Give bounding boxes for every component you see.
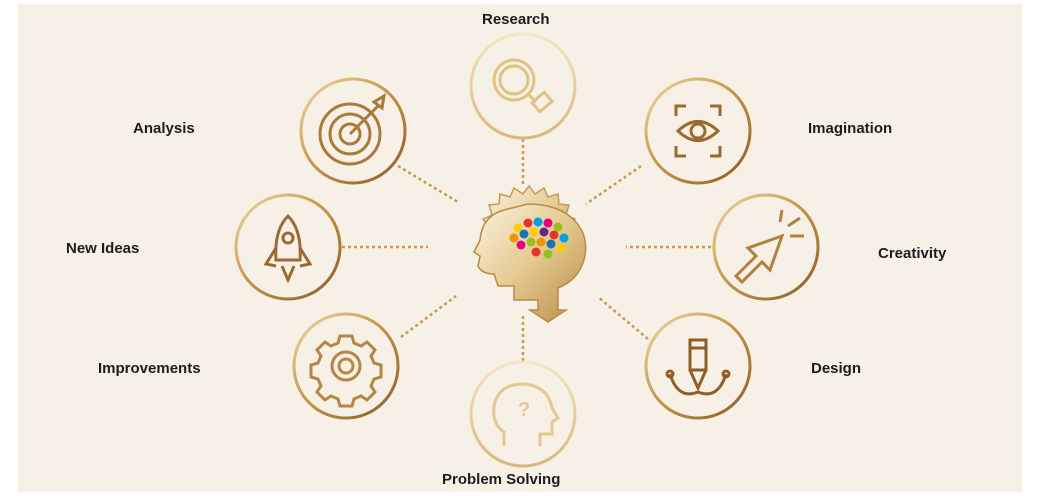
node-research: [469, 32, 577, 140]
node-analysis: [299, 77, 407, 185]
head-gear-brain-icon: [473, 184, 587, 323]
node-design: [644, 312, 752, 420]
node-improvements: [292, 312, 400, 420]
node-creativity: [712, 193, 820, 301]
node-circle-research: [469, 32, 577, 140]
gear-icon: [309, 334, 383, 408]
label-imagination: Imagination: [808, 120, 893, 137]
label-improvements: Improvements: [98, 360, 201, 377]
magnifier-icon: [492, 58, 555, 114]
target-icon: [318, 93, 387, 166]
mind-map-diagram: ?: [18, 4, 1022, 492]
node-circle-design: [644, 312, 752, 420]
node-circle-improvements: [292, 312, 400, 420]
rocket-icon: [263, 213, 313, 284]
pen-tool-icon: [665, 338, 731, 396]
idea-dots: [509, 217, 569, 259]
node-problem-solving: ?: [469, 360, 577, 468]
label-research: Research: [482, 11, 550, 28]
label-creativity: Creativity: [878, 245, 947, 262]
node-circle-creativity: [712, 193, 820, 301]
head-question-icon: ?: [492, 382, 561, 446]
node-circle-imagination: [644, 77, 752, 185]
node-circle-analysis: [299, 77, 407, 185]
diagram-canvas: ?: [234, 32, 820, 468]
connector-analysis: [397, 164, 459, 204]
node-circle-problem-solving: [469, 360, 577, 468]
connectors: [342, 139, 711, 364]
label-design: Design: [811, 360, 862, 377]
cursor-icon: [733, 209, 804, 285]
eye-icon: [674, 104, 722, 158]
connector-design: [597, 296, 649, 340]
label-problem-solving: Problem Solving: [442, 471, 561, 488]
label-analysis: Analysis: [133, 120, 195, 137]
node-new-ideas: [234, 193, 342, 301]
svg-text:?: ?: [518, 399, 530, 421]
label-new-ideas: New Ideas: [66, 240, 140, 257]
connector-improvements: [400, 294, 457, 339]
node-circle-new-ideas: [234, 193, 342, 301]
connector-imagination: [585, 164, 642, 206]
node-imagination: [644, 77, 752, 185]
